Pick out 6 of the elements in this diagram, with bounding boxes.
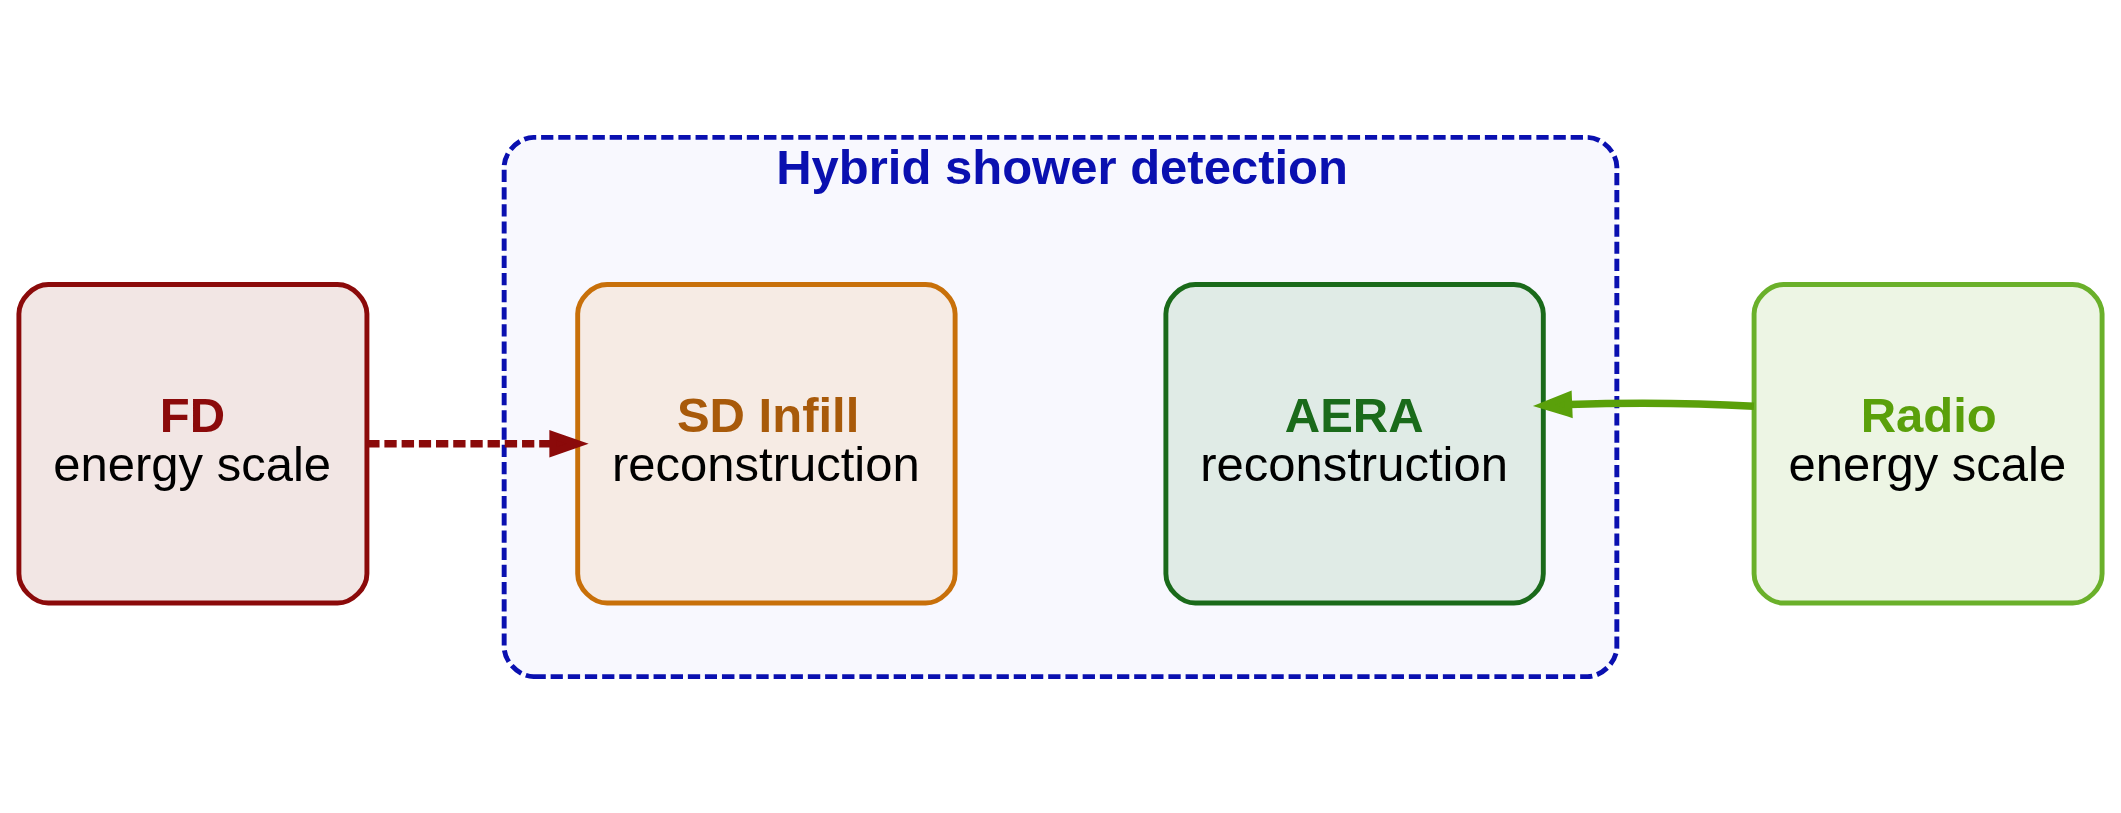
node-box: Radio energy scale bbox=[1751, 281, 2105, 606]
node-box: AERA reconstruction bbox=[1163, 281, 1546, 606]
node-box: SD Infill reconstruction bbox=[575, 281, 958, 606]
arrow bbox=[367, 429, 589, 458]
arrow bbox=[1532, 390, 1755, 418]
node-box: FD energy scale bbox=[16, 281, 370, 606]
